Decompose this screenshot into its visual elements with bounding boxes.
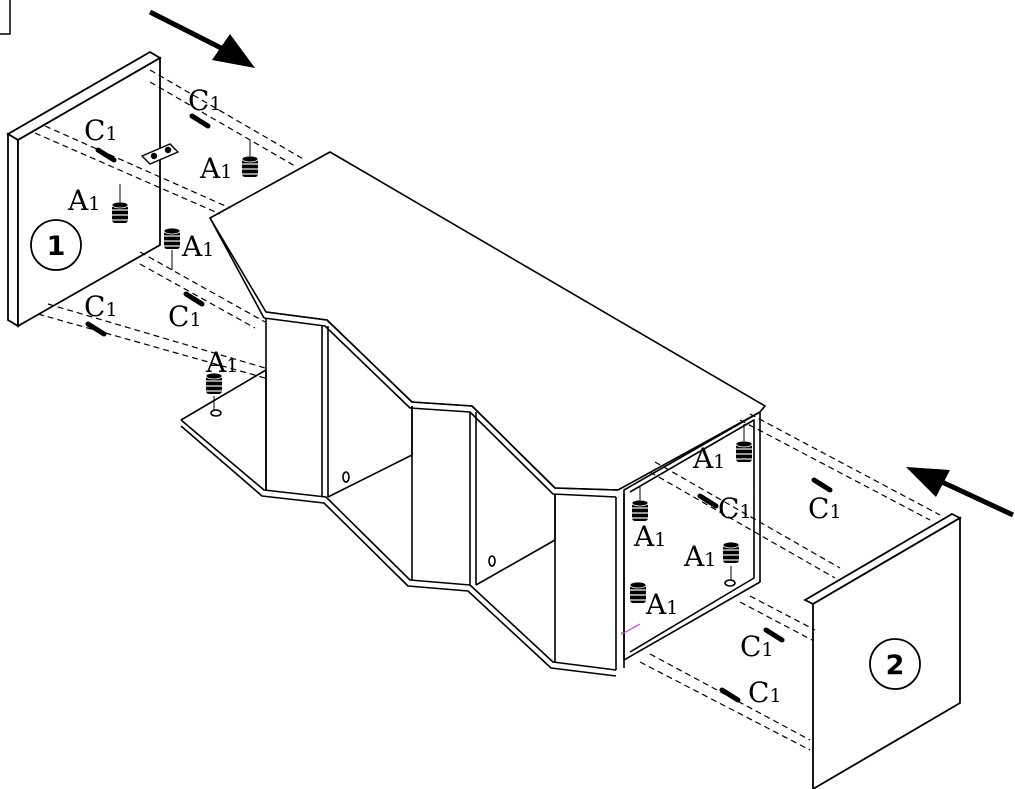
panel-number-left: 1: [30, 219, 82, 271]
bracket-icon: [140, 143, 180, 165]
panel-number-right: 2: [869, 638, 921, 690]
accent-mark: [621, 623, 641, 636]
arrow-icon: [906, 467, 1015, 518]
cam-label: A1: [199, 152, 232, 185]
cam-label: A1: [645, 588, 678, 621]
cam-lock-icon: [631, 486, 649, 522]
arrow-icon: [148, 9, 255, 68]
dowel-label: C1: [718, 492, 752, 525]
dowel-label: C1: [84, 290, 118, 323]
frame-corner: [0, 0, 11, 35]
cabinet-body: [180, 151, 766, 677]
cam-lock-icon: [205, 373, 223, 410]
cam-label: A1: [683, 540, 716, 573]
dowel-label: C1: [188, 84, 222, 117]
svg-text:1: 1: [47, 231, 66, 262]
cam-lock-icon: [629, 582, 647, 604]
cam-lock-icon: [735, 424, 753, 463]
svg-text:2: 2: [886, 650, 905, 681]
cam-lock-icon: [163, 228, 181, 270]
dowel-label: C1: [84, 114, 118, 147]
cam-lock-icon: [241, 140, 259, 178]
cam-label: A1: [181, 230, 214, 263]
cam-label: A1: [205, 346, 238, 379]
dowel-label: C1: [808, 492, 842, 525]
cam-label: A1: [633, 520, 666, 553]
cam-label: A1: [67, 184, 100, 217]
dowel-icon: [85, 113, 833, 703]
dowel-label: C1: [740, 630, 774, 663]
dowel-label: C1: [748, 676, 782, 709]
guide-lines: [34, 69, 941, 751]
cam-lock-icon: [111, 184, 129, 224]
cam-lock-icon: [722, 542, 740, 580]
cam-label: A1: [692, 442, 725, 475]
dowel-label: C1: [168, 300, 202, 333]
